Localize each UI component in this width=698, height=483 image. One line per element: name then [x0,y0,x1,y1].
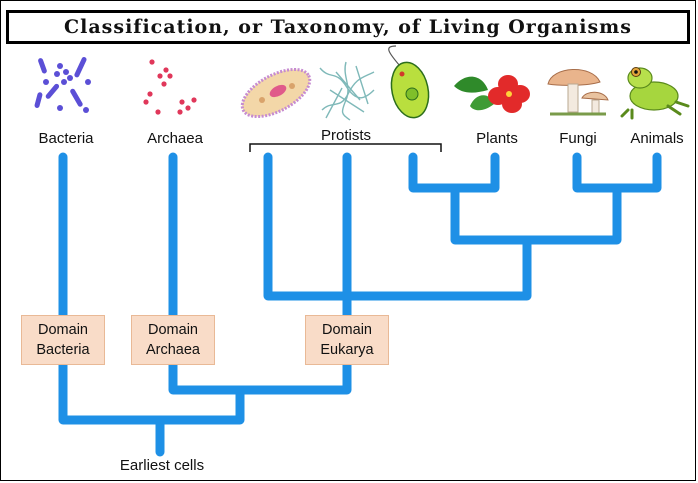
branch-eukarya-main [268,157,527,296]
branch-plants-euglena [413,157,495,188]
bacteria-cells-icon [30,52,100,120]
label-protists: Protists [321,127,371,144]
label-plants: Plants [476,130,518,147]
branch-plants-fungi-animals [455,188,617,240]
algae-filaments-icon [316,60,378,122]
label-earliest-cells: Earliest cells [120,457,204,474]
label-bacteria: Bacteria [38,130,93,147]
paramecium-icon [236,64,316,122]
domain-archaea-box: Domain Archaea [131,315,215,365]
label-animals: Animals [630,130,683,147]
domain-archaea-line1: Domain [148,320,198,340]
domain-bacteria-line2: Bacteria [36,340,89,360]
hibiscus-plant-icon [452,66,532,124]
domain-eukarya-box: Domain Eukarya [305,315,389,365]
archaea-cells-icon [140,54,204,120]
domain-bacteria-box: Domain Bacteria [21,315,105,365]
protists-bracket [250,144,441,152]
label-fungi: Fungi [559,130,597,147]
branch-fungi-animals [577,157,657,188]
domain-archaea-line2: Archaea [146,340,200,360]
branch-bacteria-trunk [63,157,240,420]
euglena-icon [380,44,442,124]
frog-icon [618,62,692,120]
domain-bacteria-line1: Domain [38,320,88,340]
domain-eukarya-line2: Eukarya [320,340,373,360]
label-archaea: Archaea [147,130,203,147]
mushrooms-icon [544,62,610,120]
domain-eukarya-line1: Domain [322,320,372,340]
